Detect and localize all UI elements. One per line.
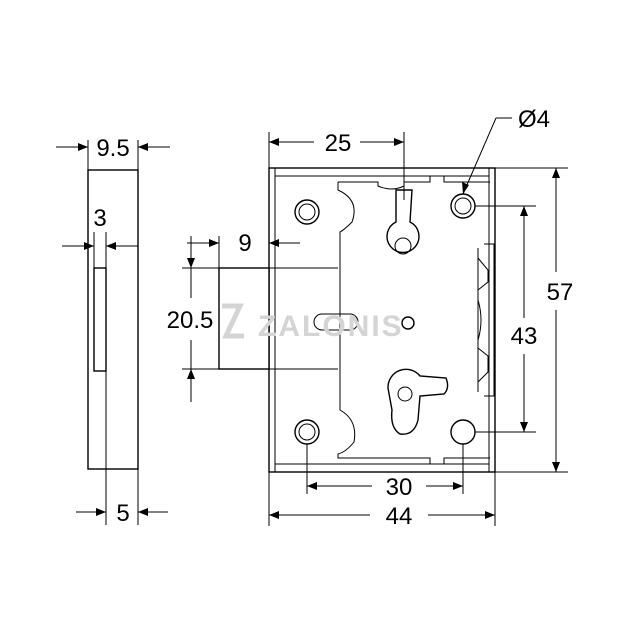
label-overall-width: 44 xyxy=(386,503,413,530)
lock-case-outline xyxy=(337,176,490,464)
dimension-hole-diameter: Ø4 xyxy=(462,106,550,195)
dimension-backset: 25 xyxy=(268,126,405,200)
label-bolt-throw: 9 xyxy=(238,230,251,257)
label-hole-spacing-vertical: 43 xyxy=(511,323,538,350)
watermark: ZALONIS xyxy=(222,303,404,343)
watermark-logo-icon xyxy=(222,303,244,339)
dimension-overall-height: 57 xyxy=(495,167,574,473)
dimension-bolt-height: 20.5 xyxy=(167,236,219,402)
label-bolt-height: 20.5 xyxy=(167,307,214,334)
screw-hole-bottom-right xyxy=(450,419,476,445)
keyhole-top xyxy=(386,189,420,254)
bolt-outline xyxy=(218,267,270,370)
lock-body xyxy=(268,167,496,473)
dimension-slot-offset: 3 xyxy=(62,205,138,250)
watermark-text: ZALONIS xyxy=(258,310,404,343)
dimension-slot-bottom: 5 xyxy=(76,500,168,527)
label-hole-diameter: Ø4 xyxy=(518,106,550,133)
label-faceplate-width: 9.5 xyxy=(96,135,129,162)
bolt-slot xyxy=(313,313,359,331)
label-overall-height: 57 xyxy=(547,279,574,306)
keyhole-bottom xyxy=(387,368,449,435)
label-hole-spacing-horizontal: 30 xyxy=(386,474,413,501)
dimension-hole-spacing-vertical: 43 xyxy=(475,205,538,433)
label-backset: 25 xyxy=(325,130,352,157)
lock-bolt xyxy=(218,267,338,370)
dimension-hole-spacing-horizontal: 30 xyxy=(306,444,464,501)
label-slot-bottom: 5 xyxy=(116,500,129,527)
faceplate-slot xyxy=(93,267,107,372)
label-slot-offset: 3 xyxy=(93,205,106,232)
rivet-center xyxy=(401,316,415,330)
faceplate xyxy=(87,140,139,525)
latch-spring xyxy=(477,243,495,397)
dimension-faceplate-width: 9.5 xyxy=(56,135,170,162)
dimension-overall-width: 44 xyxy=(268,472,496,530)
dimension-bolt-throw: 9 xyxy=(187,230,300,268)
